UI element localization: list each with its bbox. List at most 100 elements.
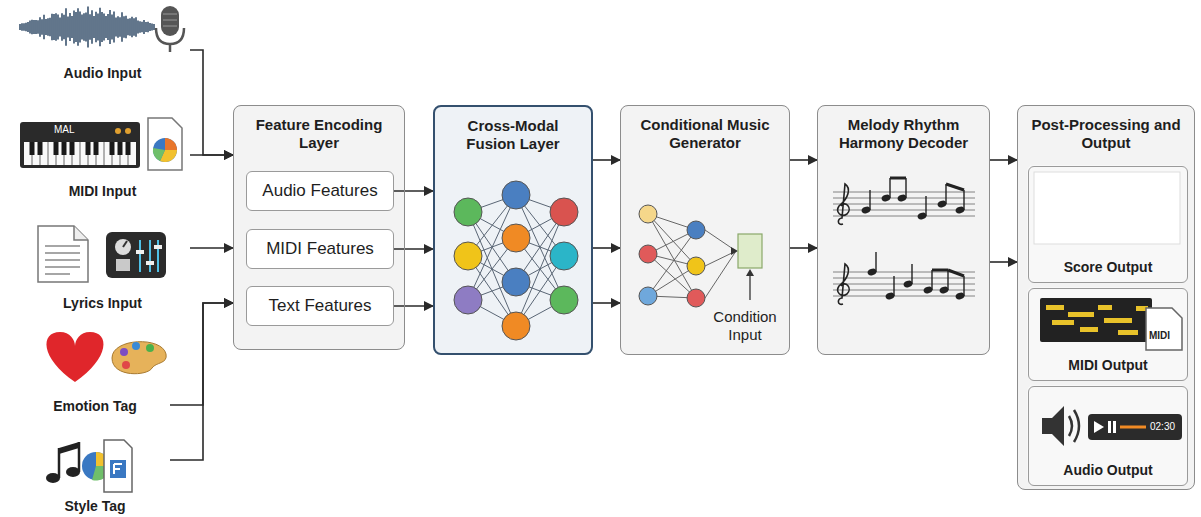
wave-stroke (127, 19, 128, 35)
wave-stroke (25, 23, 26, 31)
node-label: Lyrics Input (15, 295, 190, 312)
wave-stroke (115, 18, 116, 37)
flow-arrow (190, 50, 233, 155)
net-link (705, 251, 736, 298)
net-neuron (454, 198, 482, 226)
staff-line (833, 216, 975, 217)
keyboard-icon (20, 122, 140, 168)
wave-stroke (65, 8, 66, 45)
black-key (30, 142, 35, 155)
black-key (110, 142, 115, 155)
note-stem (963, 190, 964, 210)
net-neuron (502, 312, 530, 340)
wave-stroke (75, 12, 76, 42)
layer-panel: Conditional Music GeneratorCondition Inp… (620, 105, 790, 355)
panel-ground (817, 105, 990, 355)
wave-stroke (97, 14, 98, 41)
wave-stroke (83, 13, 84, 40)
wave-stroke (119, 17, 120, 36)
output-panel: Post-Processing and OutputScore OutputMI… (1017, 105, 1195, 490)
wave-stroke (55, 13, 56, 41)
wave-stroke (133, 18, 134, 36)
wave-stroke (21, 23, 22, 31)
net-neuron (502, 224, 530, 252)
flow-arrow (170, 303, 233, 405)
neural-network-figure (639, 205, 738, 307)
panel-title: Conditional Music Generator (621, 106, 789, 152)
note-stem (875, 252, 876, 272)
palette-icon (112, 342, 166, 374)
flow-arrow (790, 247, 817, 249)
wave-stroke (69, 13, 70, 41)
wave-stroke (95, 12, 96, 43)
file-icon (148, 118, 182, 170)
input-item: Emotion Tag (20, 325, 170, 415)
wave-stroke (89, 14, 90, 40)
wave-stroke (19, 24, 20, 30)
wave-stroke (117, 16, 118, 38)
note-stem (889, 178, 890, 198)
node-label: Style Tag (20, 498, 170, 515)
wave-stroke (61, 13, 62, 40)
wave-stroke (123, 16, 124, 38)
wave-stroke (29, 20, 30, 33)
wave-stroke (53, 14, 54, 40)
net-neuron (687, 221, 705, 239)
wave-stroke (107, 14, 108, 40)
wave-stroke (111, 15, 112, 40)
layer-panel: Melody Rhythm Harmony Decoder (817, 105, 990, 355)
key-stroke (104, 142, 105, 165)
staff-line (833, 278, 975, 279)
staff-line (833, 290, 975, 291)
feature-box: MIDI Features (246, 229, 394, 269)
brand-label: MAL (54, 125, 75, 135)
file-icon (1146, 308, 1182, 350)
wave-stroke (41, 19, 42, 34)
black-key (70, 142, 75, 155)
microphone-icon (156, 6, 184, 52)
wave-stroke (87, 7, 88, 48)
wave-stroke (135, 17, 136, 36)
wave-stroke (23, 23, 24, 31)
wave-stroke (63, 15, 64, 39)
flow-arrow (190, 154, 233, 156)
net-neuron (639, 287, 657, 305)
arrow-head (731, 247, 738, 255)
net-neuron (687, 289, 705, 307)
note-beam (948, 270, 964, 276)
wave-stroke (73, 10, 74, 43)
wave-stroke (149, 23, 150, 31)
panel-ground (433, 105, 593, 355)
file-tag: MIDI (1149, 331, 1170, 341)
input-item: Lyrics Input (15, 220, 190, 312)
flow-arrow (394, 305, 433, 307)
wave-stroke (103, 13, 104, 40)
flow-arrow (170, 303, 233, 460)
flow-arrow (990, 261, 1017, 263)
staff-line (833, 210, 975, 211)
input-item: Style Tag (20, 436, 170, 515)
net-neuron (639, 205, 657, 223)
wave-stroke (39, 17, 40, 36)
staff-line (833, 204, 975, 205)
panel-title: Cross-Modal Fusion Layer (435, 107, 591, 153)
black-key (94, 142, 99, 155)
wave-stroke (145, 22, 146, 32)
heart-icon (46, 332, 103, 382)
node-label: Score Output (1029, 259, 1187, 276)
node-label: Audio Output (1029, 462, 1187, 479)
output-box: Score Output (1028, 166, 1188, 283)
net-neuron (639, 245, 657, 263)
net-neuron (550, 198, 578, 226)
sub-ground (1027, 165, 1187, 282)
net-neuron (550, 286, 578, 314)
wave-stroke (153, 24, 154, 30)
wave-stroke (59, 17, 60, 36)
flow-arrow (790, 159, 817, 161)
node-label: MIDI Input (15, 183, 190, 200)
wave-stroke (109, 10, 110, 44)
note-stem (963, 276, 964, 296)
wave-stroke (101, 12, 102, 42)
wave-stroke (139, 21, 140, 32)
wave-stroke (81, 15, 82, 40)
